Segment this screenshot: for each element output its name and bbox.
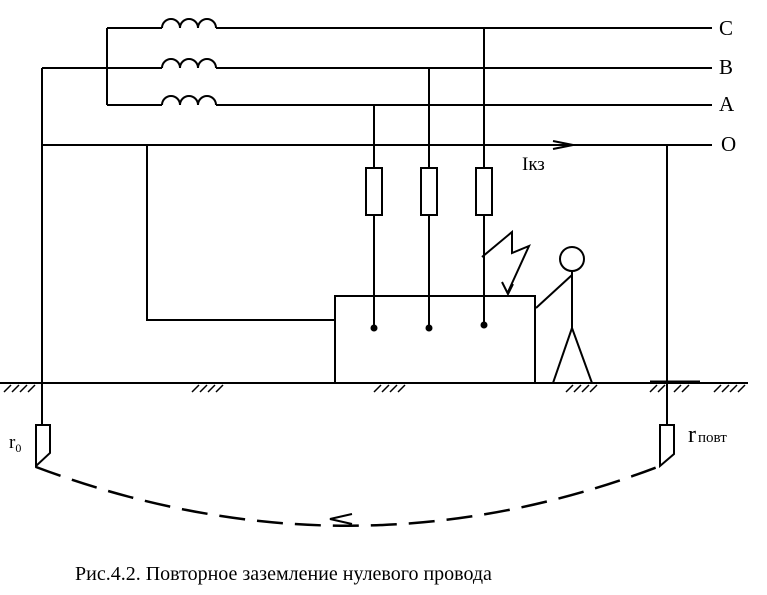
label-neutral: O bbox=[721, 132, 736, 156]
electrode-r-repeat bbox=[659, 424, 675, 469]
label-r-repeat-base: r bbox=[688, 422, 696, 448]
label-r0-base: r bbox=[9, 432, 16, 453]
phase-a-coil bbox=[161, 95, 217, 106]
current-arrow-icon bbox=[552, 140, 574, 150]
fault-lightning-icon bbox=[481, 229, 531, 293]
terminal-c bbox=[480, 321, 488, 329]
earth-current-path bbox=[35, 464, 661, 527]
person-leg-right bbox=[571, 327, 593, 384]
person-leg-left bbox=[552, 327, 573, 384]
neutral-bond-wire bbox=[146, 145, 335, 321]
label-fault-current: Iкз bbox=[522, 154, 545, 175]
ground-hatching bbox=[3, 384, 746, 393]
fault-arrowhead-icon bbox=[501, 281, 514, 297]
ground-electrodes bbox=[35, 424, 675, 469]
person-head bbox=[559, 246, 585, 272]
person-icon bbox=[535, 246, 593, 384]
person-arm bbox=[535, 274, 573, 309]
fuse-branches bbox=[365, 28, 493, 328]
figure-caption: Рис.4.2. Повторное заземление нулевого п… bbox=[75, 563, 492, 585]
terminal-a bbox=[370, 324, 378, 332]
label-phase-c: C bbox=[719, 16, 733, 40]
equipment-housing bbox=[334, 295, 536, 384]
label-phase-b: B bbox=[719, 55, 733, 79]
label-phase-a: A bbox=[719, 92, 735, 116]
fuse-b bbox=[420, 167, 438, 216]
terminal-b bbox=[425, 324, 433, 332]
label-r0-sub: 0 bbox=[15, 441, 21, 455]
phase-lines bbox=[41, 18, 712, 425]
electrode-r0 bbox=[35, 424, 51, 469]
earth-current-arrow-icon bbox=[329, 513, 353, 525]
fuse-a bbox=[365, 167, 383, 216]
label-r-repeat-sub: повт bbox=[698, 430, 727, 446]
fuse-c bbox=[475, 167, 493, 216]
phase-b-coil bbox=[161, 58, 217, 69]
terminal-dots bbox=[370, 321, 488, 332]
phase-c-coil bbox=[161, 18, 217, 29]
label-r0: r0 bbox=[9, 432, 21, 455]
ground-surface bbox=[0, 382, 748, 393]
